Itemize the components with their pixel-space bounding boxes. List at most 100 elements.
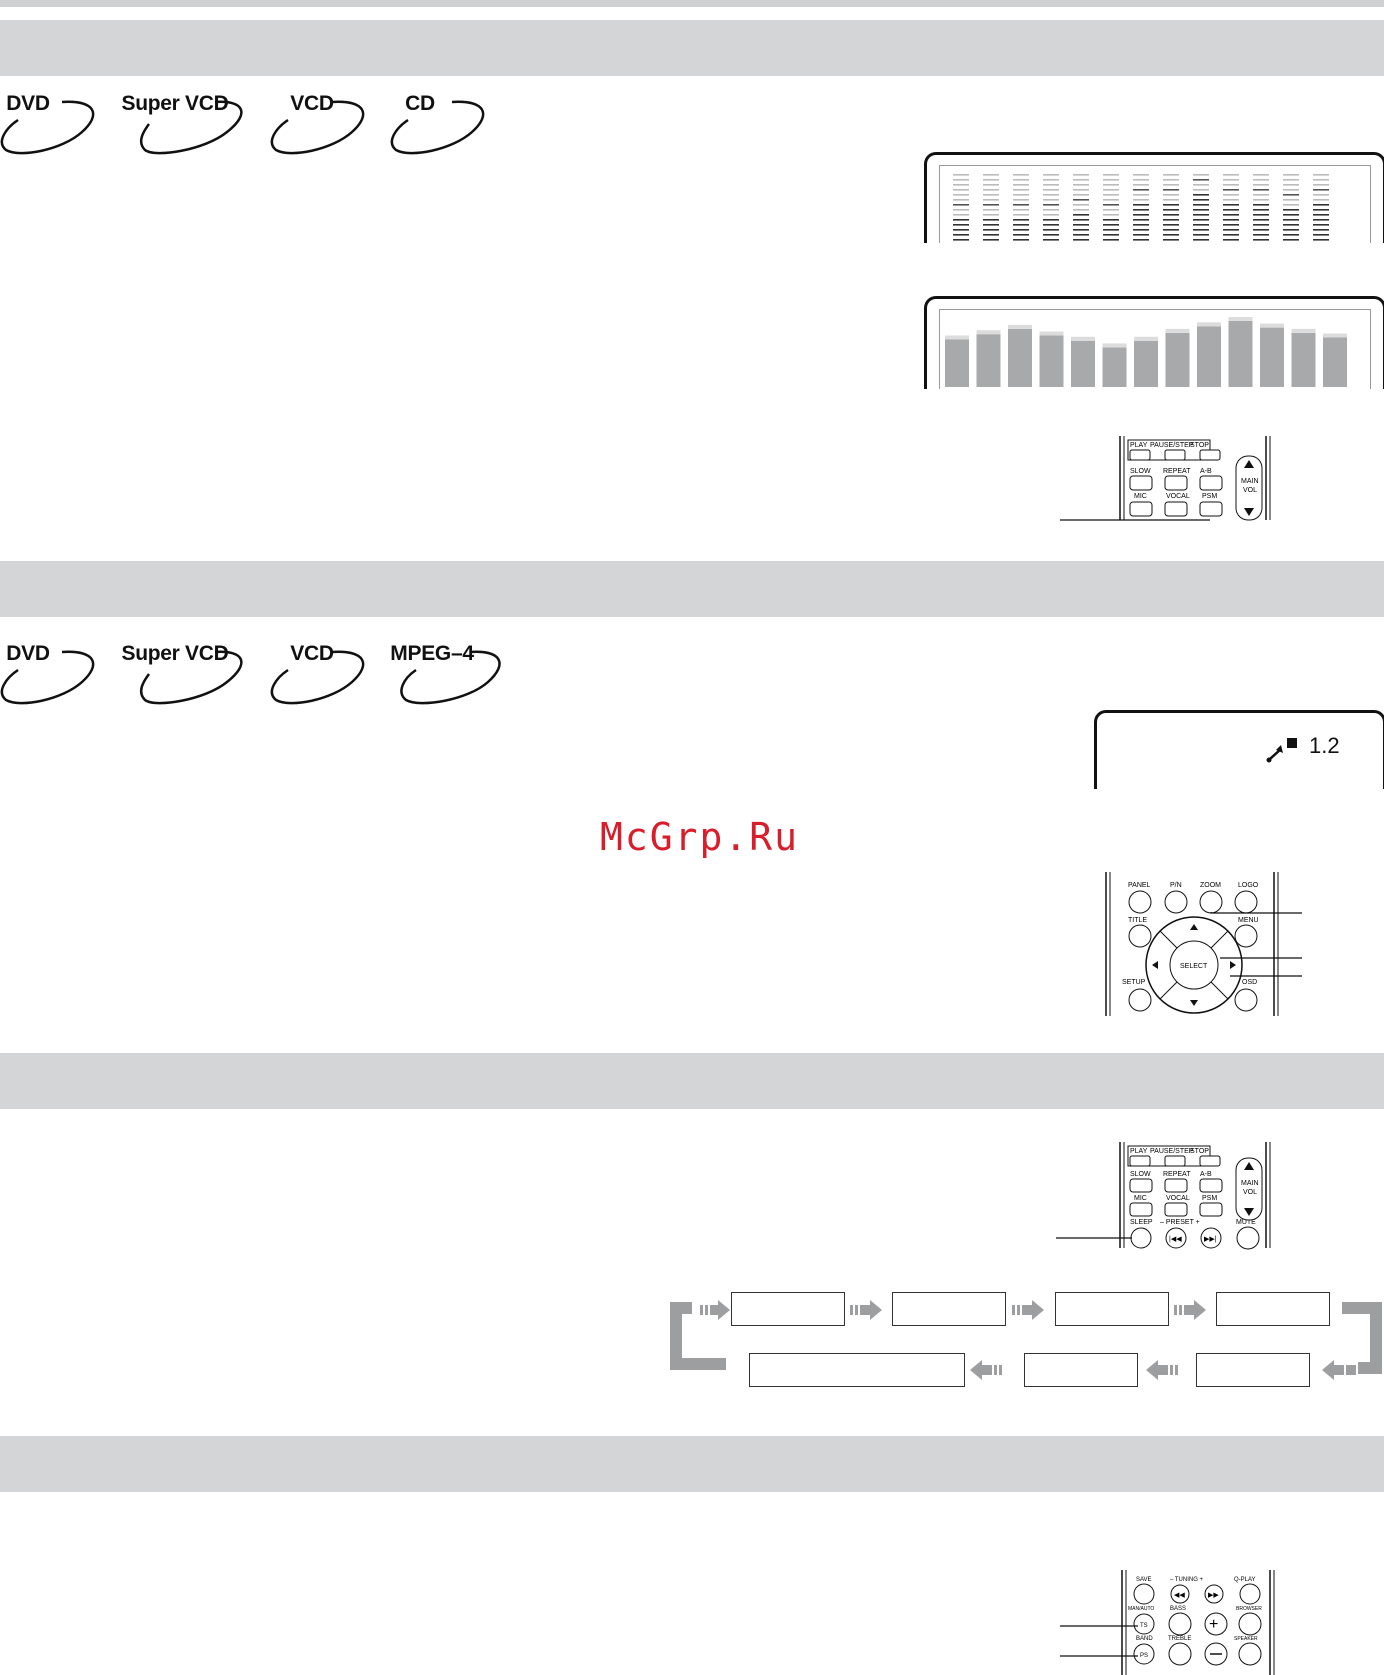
vol-down-icon [1244,1208,1254,1216]
pause-step-button[interactable] [1164,1155,1186,1167]
a-b-button[interactable] [1199,1178,1223,1193]
q-play-button[interactable] [1239,1583,1261,1605]
remote-label-preset: – PRESET + [1160,1219,1200,1226]
eq-bar-cap [1134,336,1158,341]
main-vol-rocker[interactable] [1235,1157,1263,1221]
psm-button[interactable] [1199,501,1223,517]
menu-button[interactable] [1234,924,1258,948]
eq-bar-cap [1008,324,1032,329]
eq-bar-cap [1039,331,1064,336]
ts-label: TS [1140,1623,1148,1629]
eq-bar [1071,340,1095,387]
treble-button[interactable] [1168,1642,1192,1666]
disc-ellipse-icon [139,650,243,705]
remote-label-setup: SETUP [1122,979,1146,986]
remote-label-a-b: A-B [1200,1171,1212,1178]
remote-label-tuning: – TUNING + [1170,1577,1204,1583]
eq-bar [945,339,969,387]
osd-button[interactable] [1234,988,1258,1012]
setup-button[interactable] [1128,988,1152,1012]
remote-label-pause-step: PAUSE/STEP [1150,1148,1194,1155]
nav-down-icon [1190,1000,1198,1006]
loop-bracket-right [1342,1302,1382,1374]
panel-button[interactable] [1128,890,1152,914]
preset-down-button[interactable] [1165,1227,1187,1249]
eq-bar-cap [1323,333,1347,338]
vol-label-main: MAIN [1241,1180,1259,1187]
mic-button[interactable] [1129,501,1153,517]
arrow-right-icon [700,1300,730,1320]
play-button[interactable] [1129,449,1151,461]
remote-label-q-play: Q-PLAY [1234,1577,1256,1583]
callout-line [1210,912,1302,914]
remote-label-repeat: REPEAT [1163,1171,1191,1178]
p-n-button[interactable] [1164,890,1188,914]
title-button[interactable] [1128,924,1152,948]
vocal-button[interactable] [1164,501,1188,517]
flow-step-box-4 [1216,1292,1330,1326]
watermark: McGrp.Ru [600,815,800,859]
tuning-up-button[interactable] [1204,1584,1224,1604]
remote-label-title: TITLE [1128,917,1147,924]
stop-button[interactable] [1199,449,1221,461]
flow-step-box-2 [892,1292,1006,1326]
vol-down-icon [1244,508,1254,516]
a-b-button[interactable] [1199,475,1223,491]
ts-button[interactable] [1133,1613,1155,1635]
remote-label-vocal: VOCAL [1166,493,1190,500]
plus-icon: + [1209,1616,1218,1633]
arrow-left-icon [1146,1360,1178,1380]
arrow-right-icon [850,1300,882,1320]
disc-logo-vcd: VCD [270,92,370,158]
flow-arrows [670,1300,1382,1380]
remote-label-bass: BASS [1170,1606,1186,1612]
psm-button[interactable] [1199,1202,1223,1217]
zoom-button[interactable] [1199,890,1223,914]
play-button[interactable] [1129,1155,1151,1167]
stop-button[interactable] [1199,1155,1221,1167]
bass-button[interactable] [1168,1612,1192,1636]
repeat-button[interactable] [1164,475,1188,491]
eq-bar [1134,340,1158,387]
remote-label-save: SAVE [1136,1577,1152,1583]
spectrum-display-panel [924,152,1384,243]
logo-button[interactable] [1234,890,1258,914]
remote-label-speaker: SPEAKER [1234,1636,1258,1642]
vol-label-vol: VOL [1243,487,1257,494]
flow-step-box-7 [749,1353,965,1387]
sleep-button[interactable] [1130,1227,1152,1249]
section-header-band-2 [0,561,1384,617]
tuning-down-button[interactable] [1170,1584,1190,1604]
vocal-button[interactable] [1164,1202,1188,1217]
nav-up-icon [1190,924,1198,930]
speaker-button[interactable] [1238,1642,1262,1666]
spectrum-column [1313,174,1329,241]
mic-button[interactable] [1129,1202,1153,1217]
disc-logo-super-vcd-2: Super VCD [115,642,245,708]
slow-button[interactable] [1129,475,1153,491]
pause-step-button[interactable] [1164,449,1186,461]
eq-bar-cap [1260,323,1284,328]
preset-up-button[interactable] [1200,1227,1222,1249]
spectrum-column [1193,174,1209,241]
spectrum-analyzer [953,174,1329,241]
slow-button[interactable] [1129,1178,1153,1193]
eq-bar [1197,326,1221,387]
loop-bracket-left [670,1302,726,1370]
spectrum-column [1043,174,1059,241]
remote-control-radio: SAVE – TUNING + Q-PLAY ◀◀ ▶▶ MAN/AUTO BA… [1060,1570,1275,1675]
browser-button[interactable] [1238,1612,1262,1636]
flow-step-box-6 [1024,1353,1138,1387]
eq-bar [1102,347,1127,387]
plus-button[interactable] [1204,1612,1228,1636]
save-button[interactable] [1133,1583,1155,1605]
eq-bar [1228,321,1253,387]
repeat-button[interactable] [1164,1178,1188,1193]
ps-button[interactable] [1133,1643,1155,1665]
mute-button[interactable] [1236,1226,1260,1250]
disc-logo-vcd-2: VCD [270,642,370,708]
spectrum-column [1133,174,1149,241]
main-vol-rocker[interactable] [1235,455,1263,521]
top-rule [0,0,1384,7]
select-button[interactable] [1169,940,1219,990]
